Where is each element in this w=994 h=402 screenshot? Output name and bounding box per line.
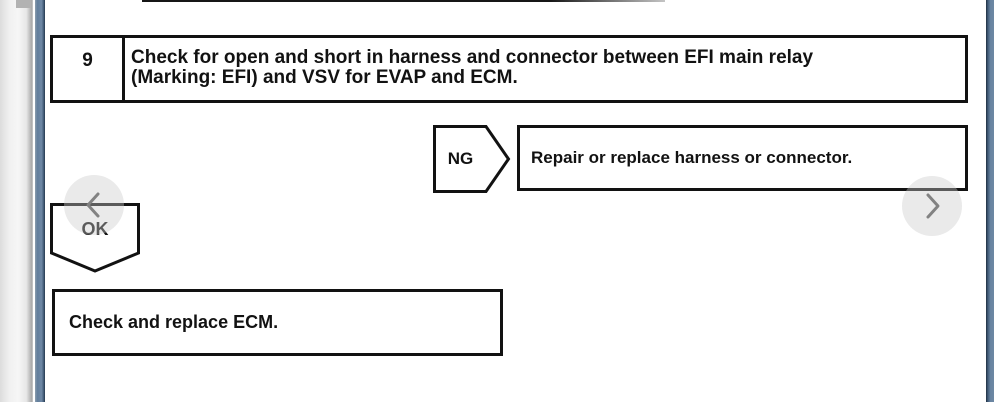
flowchart-step-box: 9 Check for open and short in harness an… [50,35,968,103]
next-page-button[interactable] [902,176,962,236]
left-gutter [0,0,33,402]
step-instruction: Check for open and short in harness and … [125,38,819,100]
page-edge-left-bar [35,0,45,402]
previous-page-button[interactable] [64,175,124,235]
scrollbar-thumb[interactable] [16,0,31,8]
ok-action-text: Check and replace ECM. [69,312,279,332]
ng-action-text: Repair or replace harness or connector. [531,148,853,167]
ok-action-box: Check and replace ECM. [52,289,503,356]
ng-branch-shape: NG [433,125,511,193]
ng-pentagon-icon [433,125,511,193]
step-instruction-line2: (Marking: EFI) and VSV for EVAP and ECM. [131,67,518,88]
ok-pentagon-icon [50,203,140,273]
step-instruction-line1: Check for open and short in harness and … [131,47,814,68]
ok-branch-shape: OK [50,203,140,273]
ng-label: NG [447,149,474,168]
ng-action-box: Repair or replace harness or connector. [517,125,968,191]
chevron-left-icon [86,192,100,218]
page-edge-right-bar [986,0,994,402]
ok-label: OK [81,219,109,239]
step-number: 9 [53,38,125,100]
clipped-content-line [142,0,665,2]
chevron-right-icon [926,193,940,219]
